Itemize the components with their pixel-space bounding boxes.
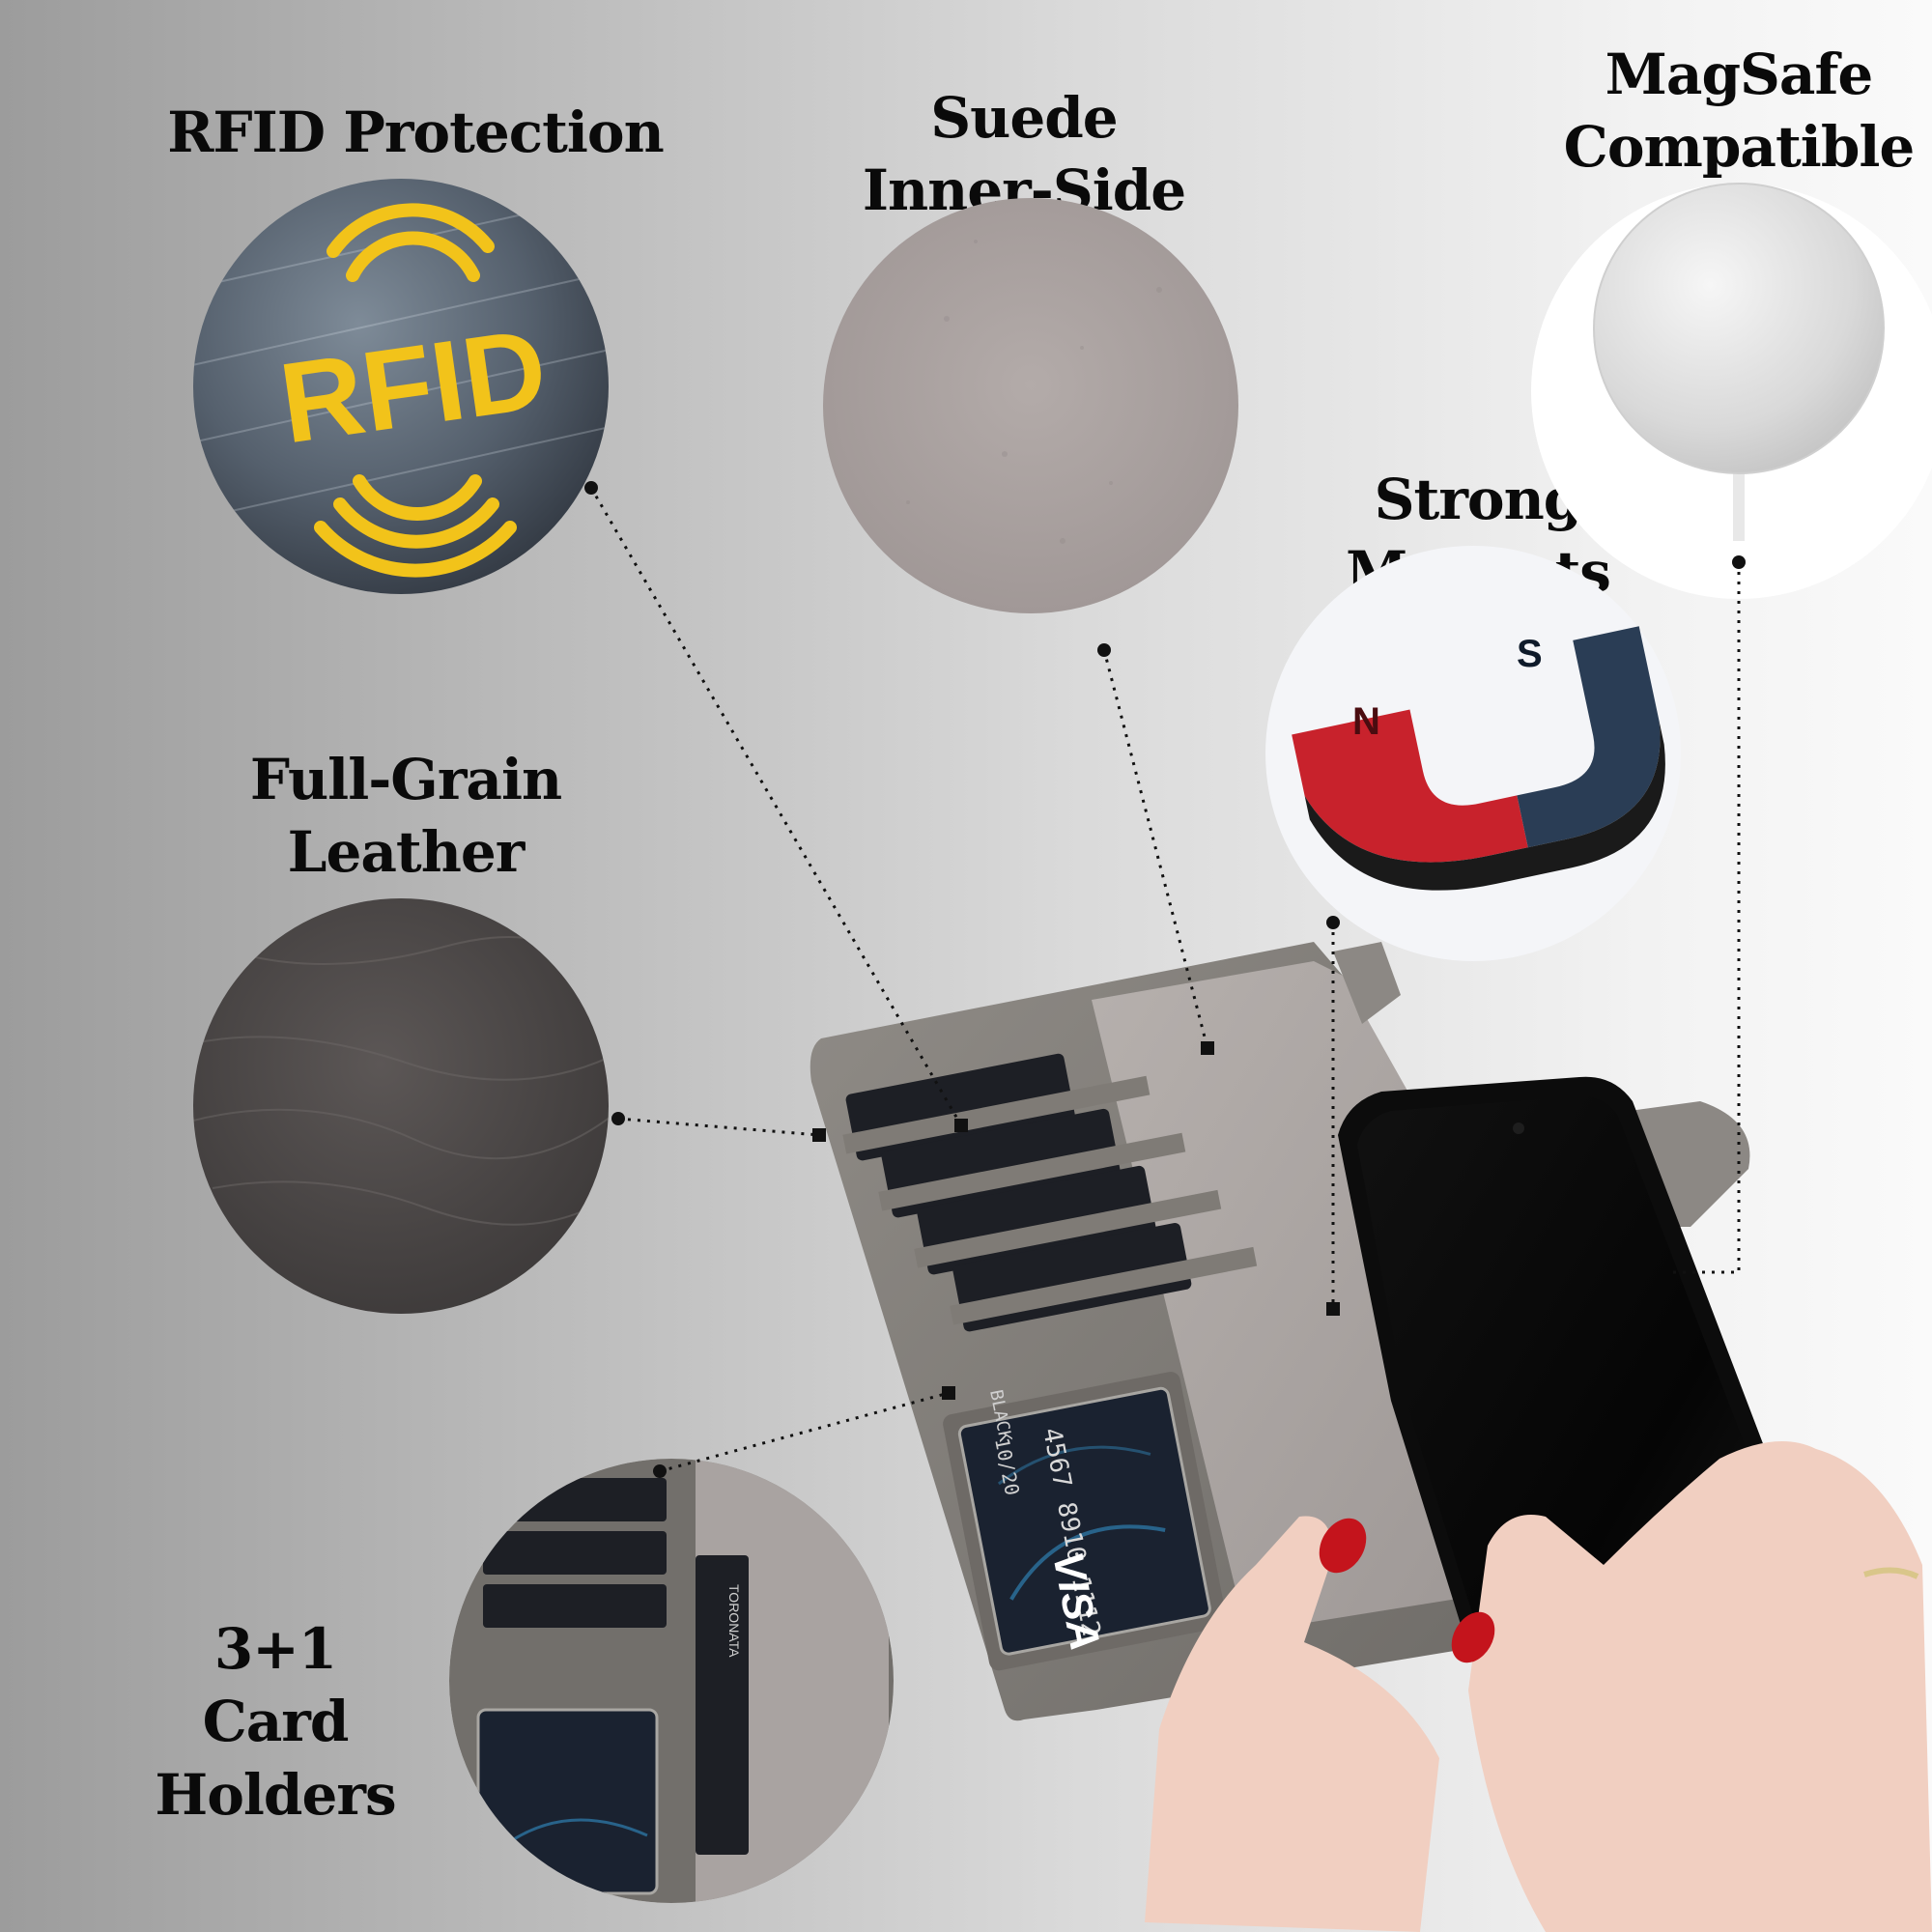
leather-disc [193,898,609,1314]
full-grain-leather-label: Full-Grain Leather [249,747,562,886]
rfid-disc [193,179,609,594]
magnet-icon [1292,626,1665,891]
suede-inner-side-label: Suede Inner-Side [862,85,1186,224]
callout-dots [584,481,1746,1478]
card-holders-disc [449,1459,894,1903]
card-holders-label: 3+1 Card Holders [155,1616,396,1828]
card-slots [842,1053,1258,1671]
callout-lines [589,487,1741,1473]
rfid-wave-icon [314,203,517,578]
hand-right [1451,1441,1932,1932]
magsafe-compatible-label: MagSafe Compatible [1563,42,1916,181]
hand-left [1145,1516,1439,1932]
magnet-disc: N S [1265,546,1681,961]
magnet-north-label: N [1352,700,1380,743]
magnet-south-label: S [1517,633,1543,675]
magsafe-disc [1531,183,1932,599]
suede-disc [823,198,1238,613]
card-brand-logo-text: TORONATA [726,1584,742,1658]
rfid-protection-label: RFID Protection [167,99,665,165]
magsafe-charger-icon [1593,183,1885,541]
